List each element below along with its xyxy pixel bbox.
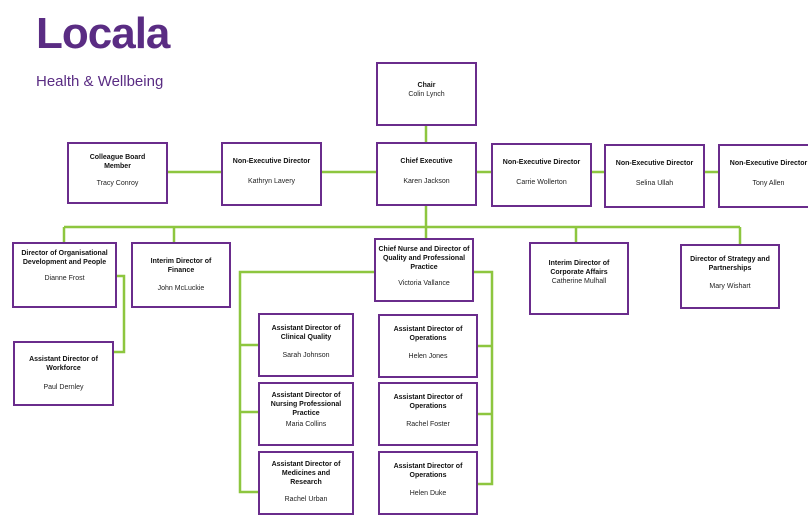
chair-title: Chair bbox=[417, 82, 436, 89]
logo-tagline: Health & Wellbeing bbox=[36, 73, 164, 90]
director-corporate-title: Interim Director of Corporate Affairs bbox=[548, 260, 610, 276]
ceo-name: Karen Jackson bbox=[403, 178, 450, 185]
director-od-box: Director of Organisational Development a… bbox=[12, 242, 117, 308]
ad-operations-box-1: Assistant Director of Operations Helen J… bbox=[378, 314, 478, 378]
ad-medicines-title: Assistant Director of Medicines and Rese… bbox=[271, 461, 341, 486]
ad-workforce-box: Assistant Director of Workforce Paul Der… bbox=[13, 341, 114, 406]
chair-box: Chair Colin Lynch bbox=[376, 62, 477, 126]
ned-box-1: Non-Executive Director Kathryn Lavery bbox=[221, 142, 322, 206]
ad-workforce-title: Assistant Director of Workforce bbox=[29, 356, 98, 372]
colleague-board-name: Tracy Conroy bbox=[96, 180, 139, 187]
ad-ops-title: Assistant Director of Operations bbox=[393, 463, 463, 479]
connector-od-workforce bbox=[113, 274, 126, 354]
ned-box-3: Non-Executive Director Selina Ullah bbox=[604, 144, 705, 208]
chief-nurse-box: Chief Nurse and Director of Quality and … bbox=[374, 238, 474, 302]
ad-ops-name: Helen Jones bbox=[408, 353, 448, 360]
director-finance-box: Interim Director of Finance John McLucki… bbox=[131, 242, 231, 308]
ad-ops-name: Rachel Foster bbox=[406, 421, 450, 428]
chief-nurse-name: Victoria Vallance bbox=[398, 280, 450, 287]
ad-ops-name: Helen Duke bbox=[409, 490, 447, 497]
ad-ops-title: Assistant Director of Operations bbox=[393, 394, 463, 410]
logo-wordmark: Locala bbox=[36, 9, 170, 58]
ad-medicines-name: Rachel Urban bbox=[284, 496, 328, 503]
director-strategy-box: Director of Strategy and Partnerships Ma… bbox=[680, 244, 780, 309]
ad-nursing-name: Maria Collins bbox=[285, 421, 327, 428]
director-finance-name: John McLuckie bbox=[157, 285, 205, 292]
chair-name: Colin Lynch bbox=[408, 91, 445, 98]
ad-clinical-quality-box: Assistant Director of Clinical Quality S… bbox=[258, 313, 354, 377]
connector-right-branch bbox=[474, 270, 494, 486]
director-corporate-box: Interim Director of Corporate Affairs Ca… bbox=[529, 242, 629, 315]
ned-name: Tony Allen bbox=[752, 180, 785, 187]
director-strategy-name: Mary Wishart bbox=[709, 283, 751, 290]
director-od-title: Director of Organisational Development a… bbox=[21, 250, 108, 266]
director-corporate-name: Catherine Mulhall bbox=[551, 278, 607, 285]
ad-workforce-name: Paul Dernley bbox=[43, 384, 84, 391]
ned-title: Non-Executive Director bbox=[729, 160, 808, 167]
ad-operations-box-3: Assistant Director of Operations Helen D… bbox=[378, 451, 478, 515]
chief-nurse-title: Chief Nurse and Director of Quality and … bbox=[378, 246, 470, 271]
connector-left-branch bbox=[238, 270, 374, 494]
ad-ops-title: Assistant Director of Operations bbox=[393, 326, 463, 342]
director-finance-title: Interim Director of Finance bbox=[150, 258, 212, 274]
ned-name: Kathryn Lavery bbox=[247, 178, 296, 185]
ned-name: Carrie Wollerton bbox=[516, 179, 567, 186]
ad-nursing-title: Assistant Director of Nursing Profession… bbox=[270, 392, 342, 417]
ad-clinical-title: Assistant Director of Clinical Quality bbox=[271, 325, 341, 341]
ned-title: Non-Executive Director bbox=[615, 160, 694, 167]
ad-nursing-practice-box: Assistant Director of Nursing Profession… bbox=[258, 382, 354, 446]
colleague-board-box: Colleague Board Member Tracy Conroy bbox=[67, 142, 168, 204]
colleague-board-title: Colleague Board Member bbox=[89, 154, 146, 170]
ceo-title: Chief Executive bbox=[400, 158, 453, 165]
ned-title: Non-Executive Director bbox=[232, 158, 311, 165]
director-strategy-title: Director of Strategy and Partnerships bbox=[690, 256, 770, 272]
ned-box-2: Non-Executive Director Carrie Wollerton bbox=[491, 143, 592, 207]
ned-title: Non-Executive Director bbox=[502, 159, 581, 166]
ceo-box: Chief Executive Karen Jackson bbox=[376, 142, 477, 206]
locala-logo: Locala Health & Wellbeing bbox=[36, 9, 206, 91]
ned-box-4: Non-Executive Director Tony Allen bbox=[718, 144, 808, 208]
ad-operations-box-2: Assistant Director of Operations Rachel … bbox=[378, 382, 478, 446]
ad-clinical-name: Sarah Johnson bbox=[282, 352, 330, 359]
ned-name: Selina Ullah bbox=[635, 180, 674, 187]
director-od-name: Dianne Frost bbox=[44, 275, 85, 282]
ad-medicines-research-box: Assistant Director of Medicines and Rese… bbox=[258, 451, 354, 515]
